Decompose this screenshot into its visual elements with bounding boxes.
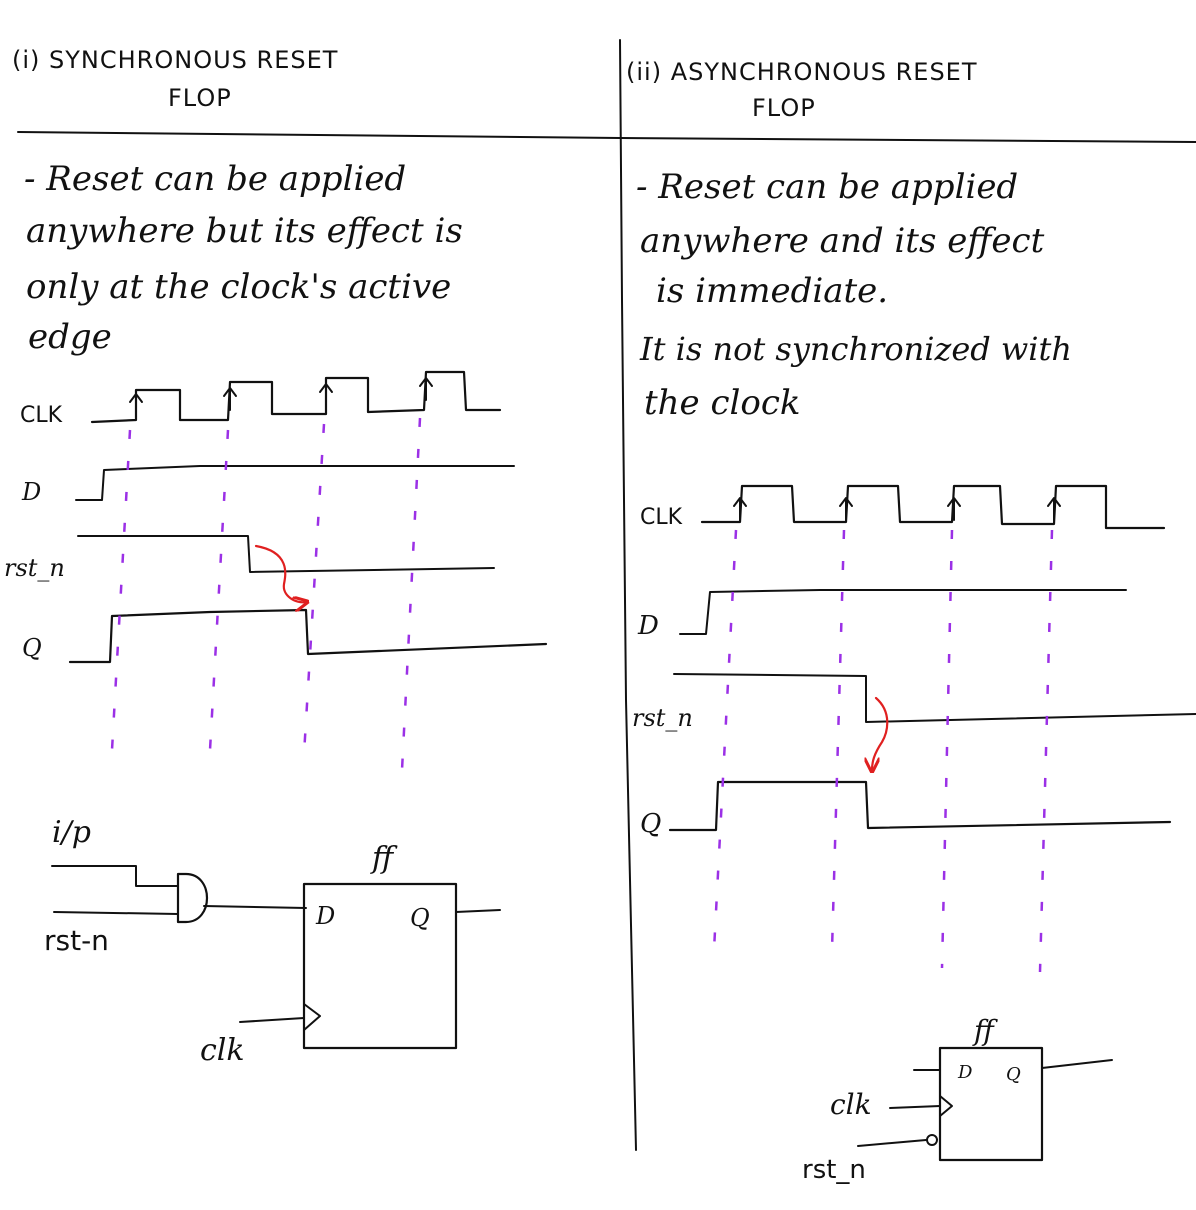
right-rst-label: rst_n bbox=[632, 704, 693, 732]
left-title-line2: FLOP bbox=[168, 84, 232, 112]
right-rst-inversion-bubble bbox=[926, 1134, 938, 1146]
left-input-wire bbox=[51, 865, 179, 887]
right-flip-flop-box bbox=[938, 1046, 1044, 1162]
right-clk-triangle bbox=[939, 1095, 953, 1117]
panel-divider-line bbox=[619, 39, 637, 1151]
right-clock-edge-guides bbox=[712, 529, 1054, 973]
left-rst-waveform bbox=[77, 535, 495, 573]
left-panel: (i) SYNCHRONOUS RESET FLOP - Reset can b… bbox=[4, 46, 548, 1068]
left-flip-flop-box bbox=[302, 882, 458, 1050]
right-desc-line: - Reset can be applied bbox=[636, 167, 1018, 207]
right-desc-line: the clock bbox=[644, 383, 801, 423]
left-ff-q-pin: Q bbox=[410, 904, 430, 932]
right-ff-d-pin: D bbox=[957, 1062, 973, 1083]
left-input-label: i/p bbox=[52, 815, 91, 850]
left-d-label: D bbox=[21, 478, 41, 506]
left-rst-label: rst_n bbox=[4, 554, 65, 582]
left-desc-line: anywhere but its effect is bbox=[26, 211, 463, 251]
right-clk-wire bbox=[889, 1105, 941, 1109]
left-clk-triangle bbox=[303, 1003, 321, 1031]
left-clk-label: CLK bbox=[20, 403, 63, 428]
left-d-waveform bbox=[75, 465, 515, 501]
right-d-label: D bbox=[637, 611, 659, 641]
left-clock-edge-guides bbox=[110, 417, 422, 771]
right-desc-line: It is not synchronized with bbox=[639, 330, 1072, 368]
right-desc-line: is immediate. bbox=[656, 271, 888, 311]
right-rst-wire bbox=[857, 1139, 927, 1147]
left-and-gate bbox=[176, 872, 208, 924]
right-rst-waveform bbox=[673, 673, 1196, 723]
left-desc-line: - Reset can be applied bbox=[24, 159, 406, 199]
right-rst-input-label: rst_n bbox=[802, 1155, 866, 1185]
right-q-waveform bbox=[668, 780, 1172, 832]
right-title-line2: FLOP bbox=[752, 94, 816, 122]
left-q-out-wire bbox=[455, 909, 501, 913]
left-desc-line: only at the clock's active bbox=[26, 267, 451, 307]
left-ff-label: ff bbox=[370, 841, 398, 876]
right-d-waveform bbox=[679, 589, 1127, 635]
right-clk-waveform bbox=[700, 484, 1166, 530]
left-clk-waveform bbox=[90, 370, 502, 424]
right-reset-effect-arrow bbox=[872, 696, 889, 770]
right-panel: (ii) ASYNCHRONOUS RESET FLOP - Reset can… bbox=[626, 58, 1196, 1185]
left-q-label: Q bbox=[22, 634, 42, 662]
left-ff-d-pin: D bbox=[315, 902, 335, 930]
left-title-line1: (i) SYNCHRONOUS RESET bbox=[12, 46, 338, 74]
left-rst-wire bbox=[53, 911, 179, 915]
right-clk-input-label: clk bbox=[830, 1088, 872, 1121]
header-divider-line bbox=[17, 131, 1196, 143]
right-q-out-wire bbox=[1041, 1059, 1113, 1069]
left-clk-input-label: clk bbox=[200, 1033, 245, 1068]
right-desc-line: anywhere and its effect bbox=[640, 221, 1045, 261]
left-q-waveform bbox=[68, 608, 548, 664]
right-title-line1: (ii) ASYNCHRONOUS RESET bbox=[626, 58, 978, 86]
left-desc-line: edge bbox=[28, 317, 112, 357]
left-clk-wire bbox=[239, 1017, 305, 1023]
right-q-label: Q bbox=[640, 809, 661, 839]
right-ff-q-pin: Q bbox=[1006, 1064, 1021, 1085]
left-clk-edge-arrows bbox=[129, 377, 433, 417]
right-ff-label: ff bbox=[972, 1014, 998, 1047]
right-clk-label: CLK bbox=[640, 505, 683, 530]
right-clk-edge-arrows bbox=[733, 497, 1061, 521]
left-reset-effect-arrow bbox=[254, 544, 306, 602]
left-rst-input-label: rst-n bbox=[44, 924, 109, 957]
left-and-to-d-wire bbox=[203, 905, 307, 909]
